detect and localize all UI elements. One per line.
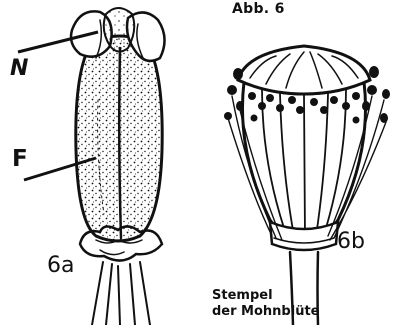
figure-caption: Stempel der Mohnblüte (212, 288, 320, 320)
pistil-drawing-6b (224, 46, 390, 325)
label-n: N (10, 56, 28, 81)
label-6b: 6b (337, 229, 365, 254)
label-f: F (12, 146, 28, 172)
label-6a: 6a (47, 253, 74, 278)
figure-title: Abb. 6 (232, 1, 285, 17)
stamen-drawing-6a (71, 8, 165, 325)
caption-line-1: Stempel (212, 288, 320, 304)
caption-line-2: der Mohnblüte (212, 304, 320, 320)
